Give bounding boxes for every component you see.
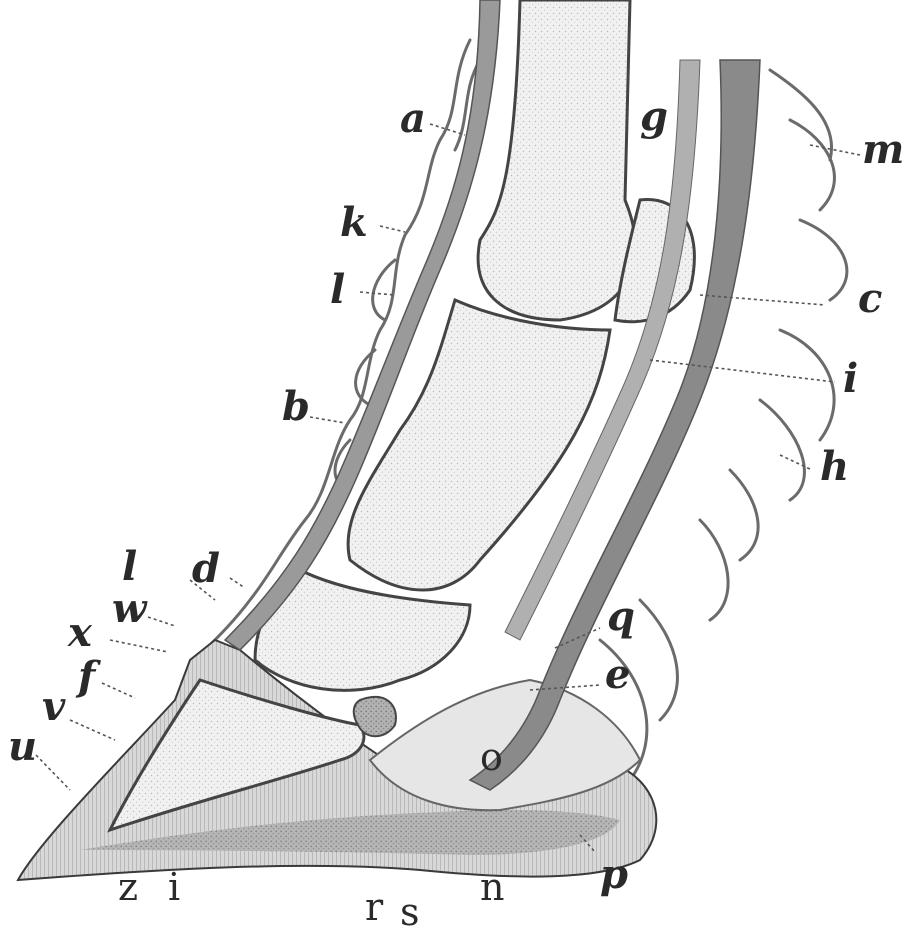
label-w: w	[112, 585, 148, 632]
label-k: k	[340, 199, 368, 246]
label-s: s	[400, 890, 420, 934]
label-d: d	[192, 545, 220, 592]
label-b: b	[282, 383, 310, 430]
label-m: m	[862, 126, 904, 173]
label-c: c	[858, 275, 882, 322]
label-p: p	[600, 851, 628, 898]
label-f: f	[75, 653, 101, 700]
label-z: z	[118, 865, 138, 909]
label-a: a	[400, 95, 426, 142]
label-u: u	[8, 723, 37, 770]
label-g: g	[640, 93, 668, 140]
label-l-upper: l	[330, 266, 345, 313]
label-l-lower: l	[122, 543, 137, 590]
label-i-upper: i	[843, 355, 858, 402]
cannon-bone	[478, 0, 635, 320]
label-r: r	[365, 885, 384, 929]
label-n: n	[480, 865, 504, 909]
label-i-lower: i	[168, 865, 180, 909]
label-v: v	[42, 683, 66, 730]
label-e: e	[605, 651, 630, 698]
label-h: h	[820, 443, 849, 490]
label-o: o	[480, 735, 503, 779]
long-pastern-bone	[348, 300, 610, 590]
label-x: x	[67, 609, 93, 656]
label-q: q	[607, 593, 635, 640]
